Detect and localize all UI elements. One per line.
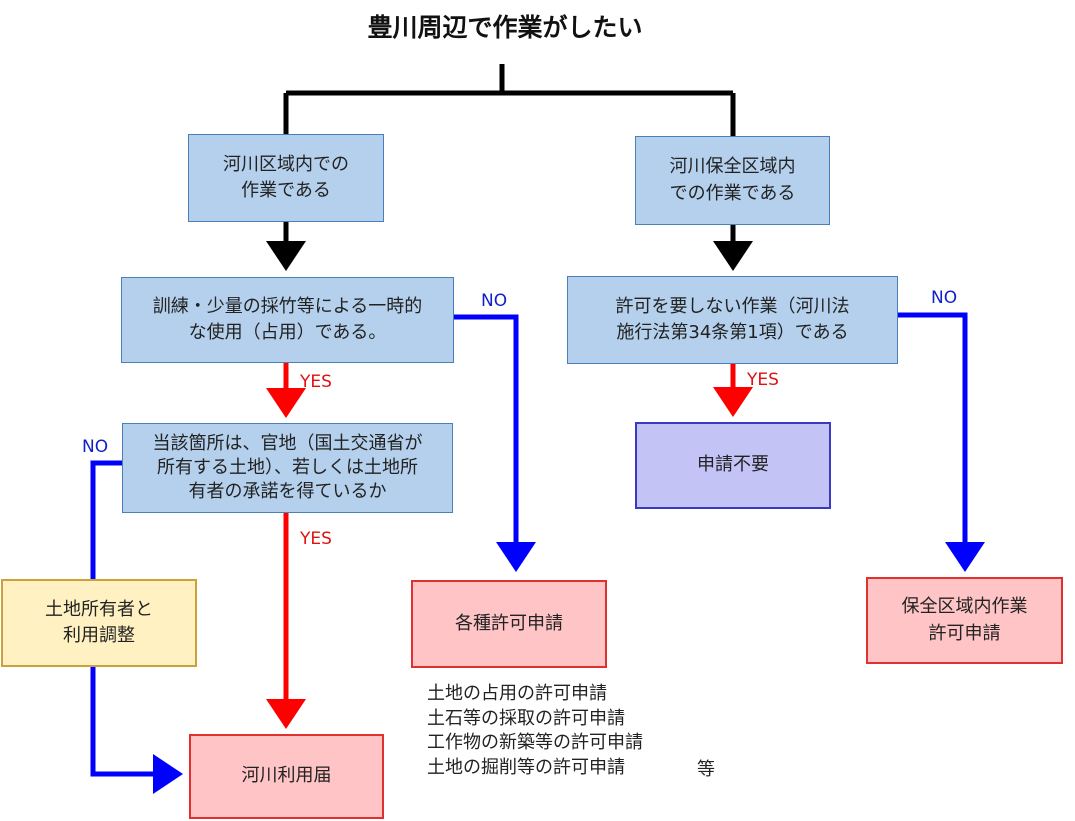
box-temporary-use: 訓練・少量の採竹等による一時的 な使用（占用）である。 bbox=[121, 277, 454, 363]
box-land-check: 当該箇所は、官地（国土交通省が 所有する土地）、若しくは土地所 有者の承諾を得て… bbox=[122, 423, 453, 513]
permit-example-item: 土地の掘削等の許可申請 bbox=[427, 756, 625, 778]
permit-example-item: 土地の占用の許可申請 bbox=[427, 683, 607, 704]
box-river-area: 河川区域内での 作業である bbox=[188, 134, 384, 222]
box-landowner-coordination: 土地所有者と 利用調整 bbox=[1, 579, 197, 667]
yes-label-no-permit-work: YES bbox=[747, 370, 779, 390]
page-title: 豊川周辺で作業がしたい bbox=[367, 13, 643, 42]
box-no-permit-needed-work: 許可を要しない作業（河川法 施行法第34条第1項）である bbox=[567, 276, 898, 364]
arrow-coordination-to-river-use-notice bbox=[90, 667, 183, 794]
box-conservation-area: 河川保全区域内 での作業である bbox=[635, 136, 830, 225]
arrow-no-no-permit-work-to-conservation-permit bbox=[898, 312, 985, 572]
yes-label-land-check: YES bbox=[300, 529, 332, 549]
connector-no-land-check-to-coordination bbox=[90, 460, 122, 579]
no-label-temporary-use: NO bbox=[481, 291, 508, 311]
arrow-no-temporary-use-to-various-permits bbox=[454, 314, 536, 572]
box-no-application: 申請不要 bbox=[635, 422, 831, 509]
box-conservation-permit: 保全区域内作業 許可申請 bbox=[866, 577, 1063, 664]
yes-label-temporary-use: YES bbox=[300, 372, 332, 392]
permit-examples-list: 土地の占用の許可申請土石等の採取の許可申請工作物の新築等の許可申請土地の掘削等の… bbox=[427, 682, 643, 780]
box-river-use-notice: 河川利用届 bbox=[189, 734, 384, 819]
permit-example-item: 土石等の採取の許可申請 bbox=[427, 707, 625, 729]
permit-example-item: 工作物の新築等の許可申請 bbox=[427, 732, 643, 753]
permit-examples-suffix: 等 bbox=[697, 759, 715, 780]
box-various-permits: 各種許可申請 bbox=[411, 580, 607, 668]
no-label-land-check: NO bbox=[82, 437, 109, 457]
no-label-no-permit-work: NO bbox=[931, 288, 958, 308]
